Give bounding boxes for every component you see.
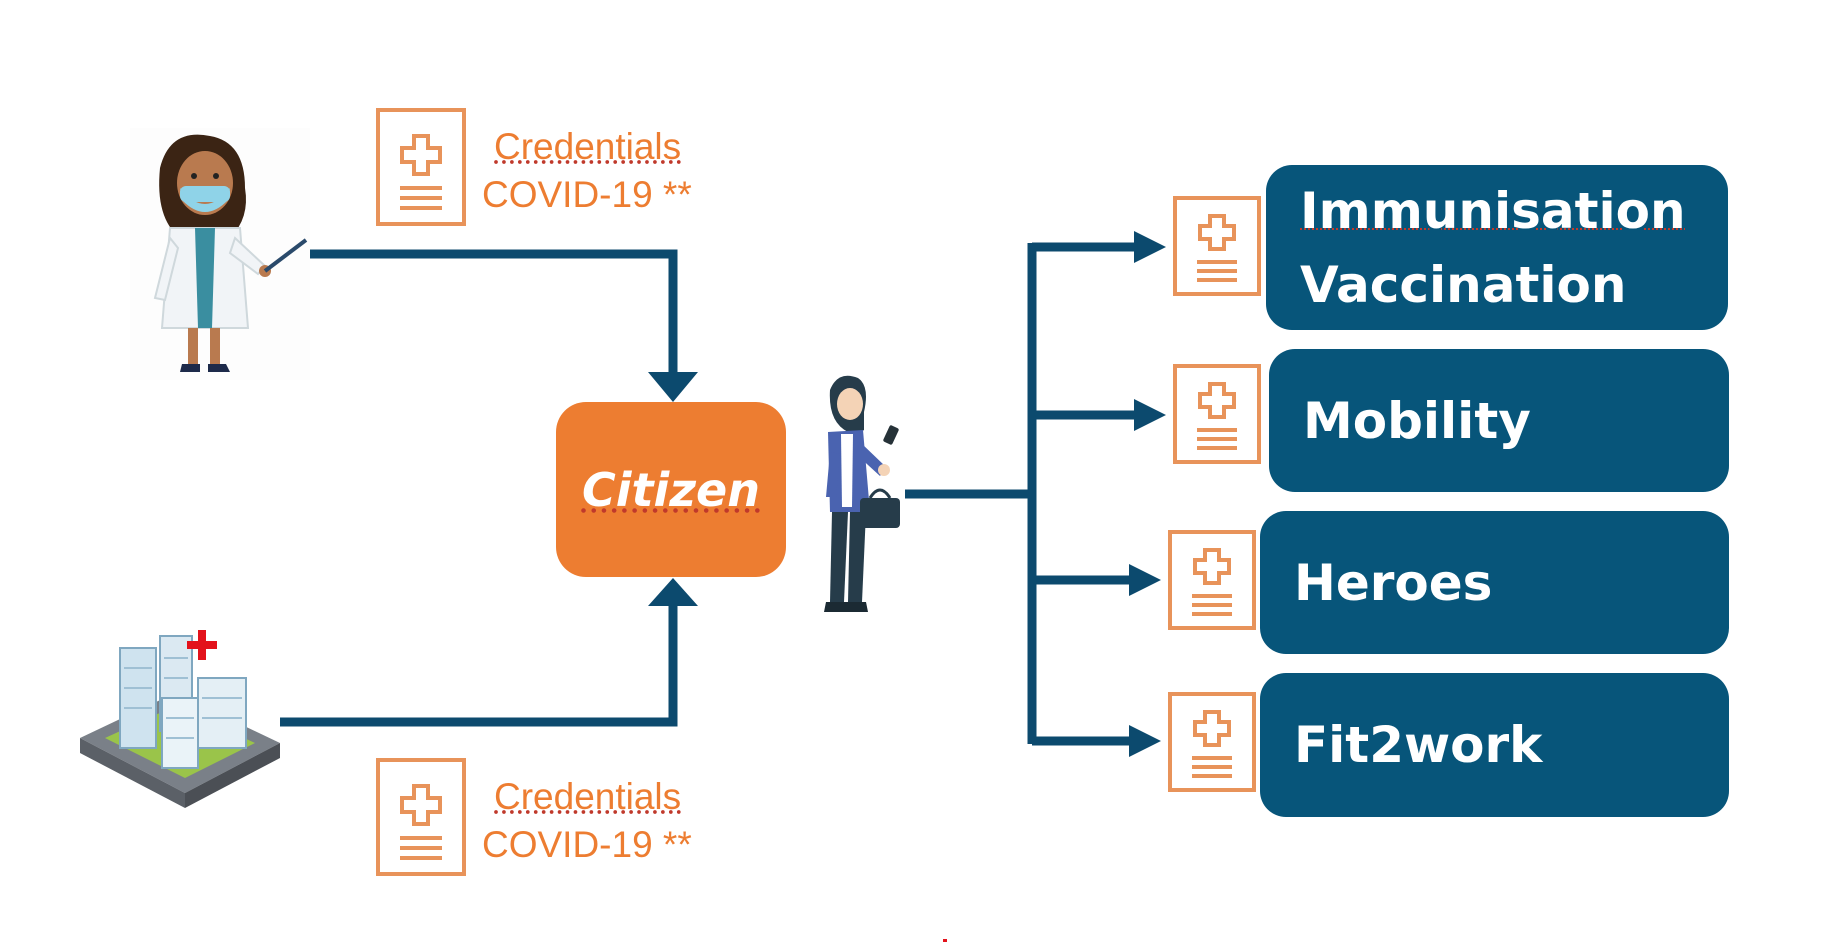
hospital-icon: [80, 630, 280, 808]
arrow-hospital-to-citizen: [280, 606, 678, 727]
credential-document-icon: [1173, 364, 1261, 464]
red-dot: [943, 939, 947, 942]
verifier-line: Vaccination: [1300, 255, 1627, 314]
credential-document-icon: [376, 758, 466, 876]
arrowhead-immunisation: [1134, 231, 1166, 263]
arrowhead-heroes: [1129, 564, 1161, 596]
credentials-bottom-title: Credentials: [494, 776, 682, 817]
verifier-line: Heroes: [1294, 553, 1493, 612]
verifier-immunisation-vaccination: Immunisation Vaccination: [1266, 165, 1728, 330]
citizen-person-icon: [824, 375, 900, 612]
credentials-top-subtitle: COVID-19 **: [482, 174, 692, 215]
verifier-line: Mobility: [1303, 391, 1531, 450]
verifier-line: Immunisation: [1300, 181, 1686, 240]
credentials-bottom-subtitle: COVID-19 **: [482, 824, 692, 865]
citizen-box: Citizen: [556, 402, 786, 577]
arrow-doctor-to-citizen: [305, 249, 678, 372]
verifier-line: Fit2work: [1294, 716, 1543, 774]
verifier-mobility: Mobility: [1269, 349, 1729, 492]
arrowhead-down: [648, 372, 698, 402]
credential-document-icon: [1168, 692, 1256, 792]
credential-document-icon: [1173, 196, 1261, 296]
credential-document-icon: [1168, 530, 1256, 630]
verifier-fit2work: Fit2work: [1260, 673, 1729, 817]
credential-document-icon: [376, 108, 466, 226]
arrowhead-up: [648, 578, 698, 606]
doctor-icon: [130, 128, 310, 380]
arrowhead-fit2work: [1129, 725, 1161, 757]
arrowhead-mobility: [1134, 399, 1166, 431]
credentials-top-title: Credentials: [494, 126, 682, 167]
verifier-heroes: Heroes: [1260, 511, 1729, 654]
